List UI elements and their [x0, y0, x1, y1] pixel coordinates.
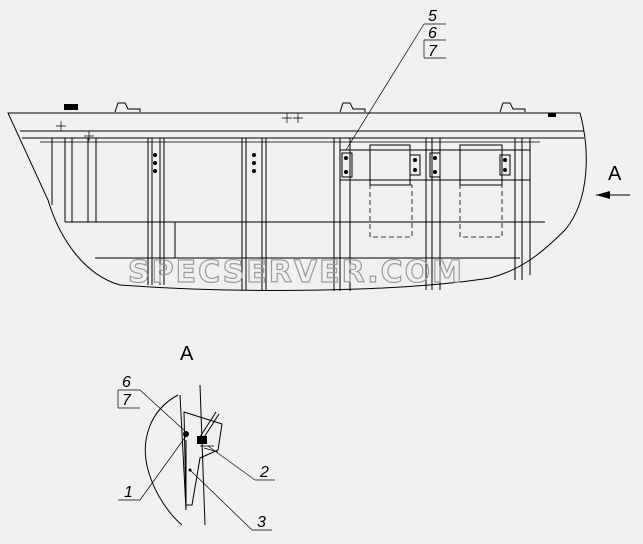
view-arrow-label: A: [608, 163, 622, 185]
leader-5-6-7: [345, 23, 425, 151]
frame-assembly-view: 5 6 7 A: [7, 8, 630, 291]
mounted-block: [459, 144, 503, 186]
callout-5: 5: [428, 8, 437, 25]
detail-title: A: [180, 343, 194, 365]
top-clips: [64, 102, 556, 117]
callout-7: 7: [428, 43, 438, 60]
bracket-plate: [339, 149, 531, 181]
watermark: SPECSERVER.COM: [128, 255, 464, 290]
center-marks: [56, 113, 303, 141]
callout-6: 6: [428, 25, 437, 42]
rivet-holes: [153, 153, 507, 174]
view-arrow-a: A: [596, 163, 630, 199]
detail-callout-3: 3: [257, 514, 266, 531]
detail-callout-2: 2: [259, 464, 269, 481]
detail-break-contour: [144, 394, 183, 526]
detail-bracket: [183, 411, 223, 506]
break-contour: [7, 112, 587, 291]
frame-columns: [51, 138, 531, 291]
detail-callout-7: 7: [122, 392, 132, 409]
detail-callout-1: 1: [124, 484, 133, 501]
detail-callout-6: 6: [122, 374, 131, 391]
mounted-block: [369, 144, 411, 186]
detail-view-a: A 6 7 1 2 3: [117, 343, 275, 531]
